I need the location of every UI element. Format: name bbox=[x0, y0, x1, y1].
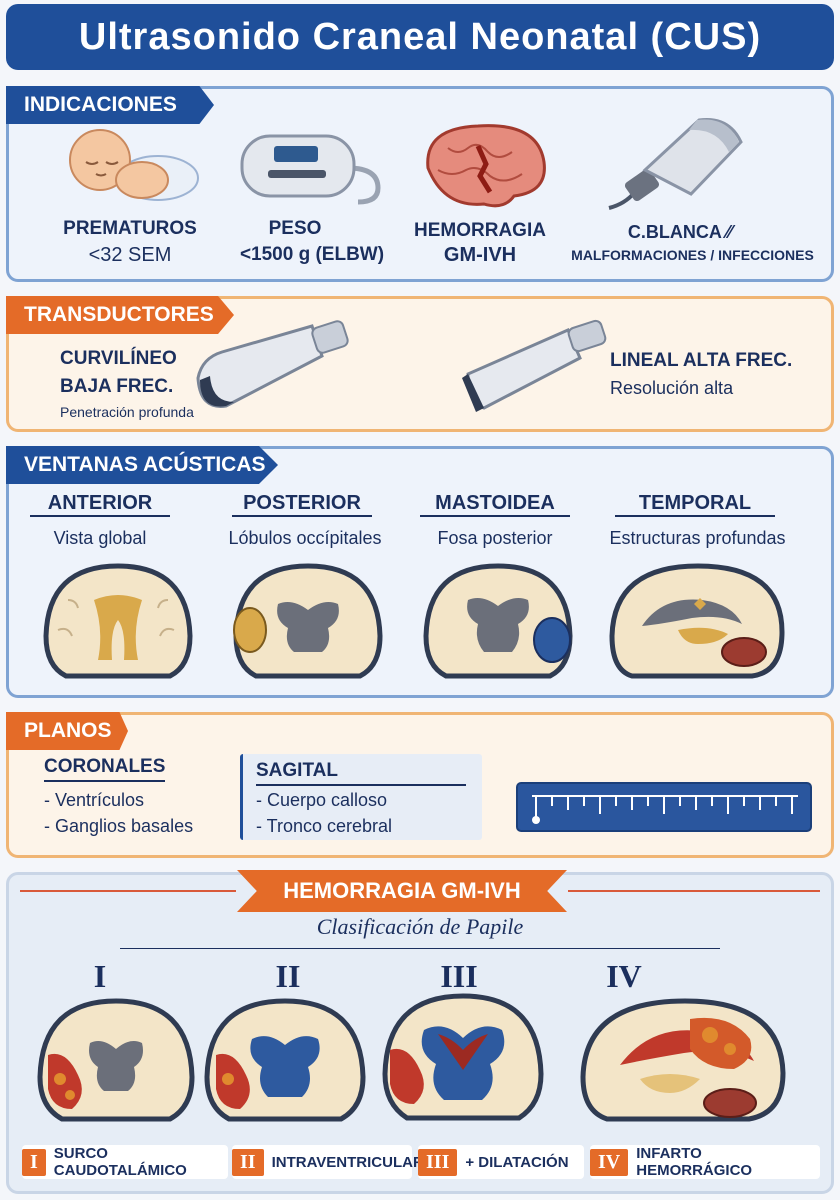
brain-sagittal-temporal-icon bbox=[608, 560, 788, 682]
sagital-title: SAGITAL bbox=[256, 760, 338, 781]
legend-grade-i-num: I bbox=[22, 1148, 46, 1176]
brain-grade-i-icon bbox=[34, 995, 199, 1127]
linear-probe-icon bbox=[460, 314, 615, 414]
legend-grade-ii: II INTRAVENTRICULAR bbox=[232, 1145, 424, 1179]
coronales-title: CORONALES bbox=[44, 756, 166, 782]
hem-line-right bbox=[568, 890, 820, 892]
baby-icon bbox=[60, 118, 200, 203]
curvilineo-line2: BAJA FREC. bbox=[60, 376, 174, 397]
lineal-line2: Resolución alta bbox=[610, 378, 734, 398]
indicacion-2-line1: PESO bbox=[268, 218, 322, 239]
ventana-posterior-desc: Lóbulos occípitales bbox=[228, 528, 382, 548]
curvilineo-line1: CURVILÍNEO bbox=[60, 348, 177, 369]
legend-grade-iii: III + DILATACIÓN bbox=[418, 1145, 584, 1179]
legend-grade-i: I SURCO CAUDOTALÁMICO bbox=[22, 1145, 228, 1179]
curvilineo-line3: Penetración profunda bbox=[60, 404, 194, 420]
sagital-item-1: - Cuerpo calloso bbox=[256, 790, 388, 810]
indicacion-4-line2: MALFORMACIONES / INFECCIONES bbox=[571, 247, 814, 263]
grade-i-label: I bbox=[93, 958, 107, 994]
coronales-item-2: - Ganglios basales bbox=[44, 816, 194, 836]
sagital-underline bbox=[256, 784, 466, 786]
legend-grade-iv: IV INFARTO HEMORRÁGICO bbox=[590, 1145, 820, 1179]
page-title: Ultrasonido Craneal Neonatal (CUS) bbox=[78, 15, 762, 58]
grade-iii-label: III bbox=[440, 958, 478, 994]
sagital-item-2: - Tronco cerebral bbox=[256, 816, 393, 836]
transductores-banner: TRANSDUCTORES bbox=[6, 296, 234, 334]
scale-icon bbox=[238, 128, 383, 206]
planos-banner: PLANOS bbox=[6, 712, 128, 750]
ruler-icon bbox=[516, 782, 812, 832]
brain-grade-iii-icon bbox=[378, 990, 548, 1126]
hemorragia-heading: HEMORRAGIA GM-IVH bbox=[283, 878, 521, 903]
subtitle-underline bbox=[120, 948, 720, 949]
indicacion-1-line1: PREMATUROS bbox=[63, 218, 197, 239]
hemorragia-banner: HEMORRAGIA GM-IVH bbox=[237, 870, 567, 912]
ventanas-banner: VENTANAS ACÚSTICAS bbox=[6, 446, 278, 484]
brain-grade-iv-icon bbox=[580, 995, 790, 1127]
ventana-anterior-name: ANTERIOR bbox=[30, 492, 170, 517]
ventanas-heading: VENTANAS ACÚSTICAS bbox=[24, 453, 266, 476]
brain-hemorrhage-icon bbox=[418, 118, 553, 210]
ventana-mastoidea-name: MASTOIDEA bbox=[420, 492, 570, 517]
brain-coronal-mastoid-icon bbox=[418, 560, 578, 682]
ventana-mastoidea-desc: Fosa posterior bbox=[437, 528, 553, 548]
brain-grade-ii-icon bbox=[200, 995, 370, 1127]
legend-grade-iv-num: IV bbox=[590, 1148, 629, 1176]
legend-grade-ii-text: INTRAVENTRICULAR bbox=[271, 1153, 424, 1171]
indicacion-3-line1: HEMORRAGIA bbox=[414, 220, 546, 241]
ventana-temporal-name: TEMPORAL bbox=[615, 492, 775, 517]
coronales-item-1: - Ventrículos bbox=[44, 790, 145, 810]
indicacion-3-line2: GM-IVH bbox=[443, 244, 517, 266]
indicacion-1-line2: <32 SEM bbox=[88, 244, 172, 266]
indicaciones-heading: INDICACIONES bbox=[24, 93, 177, 116]
hem-line-left bbox=[20, 890, 236, 892]
planos-heading: PLANOS bbox=[24, 719, 112, 742]
title-bar: Ultrasonido Craneal Neonatal (CUS) bbox=[6, 4, 834, 70]
sagital-box bbox=[240, 754, 482, 840]
indicacion-2-line2: <1500 g (ELBW) bbox=[239, 244, 385, 265]
legend-grade-iii-text: + DILATACIÓN bbox=[465, 1153, 569, 1171]
indicacion-4-line1: C.BLANCA ⁄⁄ bbox=[627, 222, 733, 242]
ventana-posterior-name: POSTERIOR bbox=[232, 492, 372, 517]
curvilinear-probe-icon bbox=[192, 314, 357, 414]
lineal-line1: LINEAL ALTA FREC. bbox=[610, 350, 793, 371]
papile-subtitle: Clasificación de Papile bbox=[316, 914, 524, 939]
brain-coronal-posterior-icon bbox=[228, 560, 388, 682]
ventana-temporal-desc: Estructuras profundas bbox=[609, 528, 786, 548]
grade-ii-label: II bbox=[275, 958, 301, 994]
brain-coronal-anterior-icon bbox=[38, 560, 198, 682]
legend-grade-iii-num: III bbox=[418, 1148, 458, 1176]
legend-grade-i-text: SURCO CAUDOTALÁMICO bbox=[53, 1145, 187, 1179]
ventana-anterior-desc: Vista global bbox=[53, 528, 147, 548]
legend-grade-iv-text: INFARTO HEMORRÁGICO bbox=[636, 1145, 753, 1179]
transductores-heading: TRANSDUCTORES bbox=[24, 303, 214, 326]
indicaciones-banner: INDICACIONES bbox=[6, 86, 214, 124]
ultrasound-probe-icon bbox=[605, 112, 750, 212]
grade-iv-label: IV bbox=[606, 958, 642, 994]
legend-grade-ii-num: II bbox=[232, 1148, 264, 1176]
